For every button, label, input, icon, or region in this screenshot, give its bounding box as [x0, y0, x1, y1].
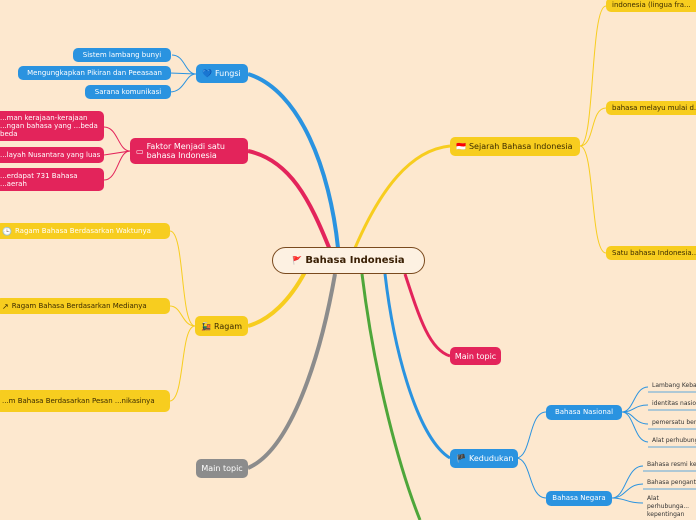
faktor-item[interactable]: ...layah Nusantara yang luas [0, 147, 104, 163]
negara-item[interactable]: Bahasa pengant... [647, 478, 696, 486]
topic-sejarah[interactable]: 🇮🇩 Sejarah Bahasa Indonesia [450, 137, 580, 156]
topic-kedudukan-label: Kedudukan [468, 454, 514, 463]
nasional-item[interactable]: Alat perhubung... [652, 436, 696, 444]
fungsi-item[interactable]: Sarana komunikasi [85, 85, 171, 99]
black-flag-icon: 🏴 [456, 454, 466, 463]
link-root-fungsi [247, 72, 340, 249]
topic-fungsi[interactable]: 💙 Fungsi [196, 64, 248, 83]
negara-item[interactable]: Alat perhubunga... kepentingan per... pe… [647, 495, 690, 520]
topic-kedudukan[interactable]: 🏴 Kedudukan [450, 449, 518, 468]
topic-fungsi-label: Fungsi [214, 69, 241, 78]
topic-main-left[interactable]: Main topic [196, 459, 248, 478]
topic-faktor[interactable]: ▭ Faktor Menjadi satu bahasa Indonesia [130, 138, 248, 164]
ragam-item[interactable]: 🕒 Ragam Bahasa Berdasarkan Waktunya [0, 223, 170, 239]
negara-item[interactable]: Bahasa resmi ke... [647, 460, 696, 468]
topic-sejarah-label: Sejarah Bahasa Indonesia [468, 142, 573, 151]
train-icon: 🚂 [201, 321, 211, 331]
link-root-main-topic-left [247, 273, 337, 470]
topic-main-right[interactable]: Main topic [450, 347, 501, 365]
nasional-item[interactable]: pemersatu ber... [652, 418, 696, 426]
indonesia-flag-icon: 🇮🇩 [456, 142, 466, 151]
faktor-item[interactable]: ...erdapat 731 Bahasa ...aerah [0, 168, 104, 191]
ragam-item[interactable]: ...m Bahasa Berdasarkan Pesan ...nikasin… [0, 390, 170, 412]
sejarah-item[interactable]: Satu bahasa Indonesia... [606, 246, 696, 260]
topic-ragam[interactable]: 🚂 Ragam [195, 316, 248, 336]
topic-faktor-label: Faktor Menjadi satu bahasa Indonesia [146, 142, 225, 160]
root-topic[interactable]: 🚩 Bahasa Indonesia [272, 247, 425, 274]
fungsi-item[interactable]: Mengungkapkan Pikiran dan Peeasaan [18, 66, 171, 80]
kedudukan-negara[interactable]: Bahasa Negara [546, 491, 612, 506]
link-root-ragam [247, 271, 307, 328]
keyboard-icon: ▭ [136, 146, 144, 156]
heart-icon: 💙 [202, 69, 212, 78]
link-root-green-branch [360, 273, 422, 520]
nasional-item[interactable]: Lambang Keba... [652, 381, 696, 389]
flag-icon: 🚩 [292, 256, 303, 265]
link-root-faktor [247, 149, 332, 251]
clock-icon: 🕒 [2, 226, 12, 236]
faktor-item[interactable]: ...man kerajaan-kerajaan ...ngan bahasa … [0, 111, 104, 141]
topic-ragam-label: Ragam [213, 321, 243, 331]
root-title: Bahasa Indonesia [305, 255, 405, 266]
kedudukan-nasional[interactable]: Bahasa Nasional [546, 405, 622, 420]
sejarah-item[interactable]: bahasa melayu mulai d... [606, 101, 696, 115]
arrow-icon: ↗ [2, 301, 9, 311]
link-root-main-topic-right [403, 273, 451, 358]
ragam-item[interactable]: ↗ Ragam Bahasa Berdasarkan Medianya [0, 298, 170, 314]
sejarah-item[interactable]: indonesia (lingua fra... [606, 0, 696, 12]
link-root-sejarah [353, 144, 451, 249]
nasional-item[interactable]: identitas nasio... [652, 399, 696, 407]
fungsi-item[interactable]: Sistem lambang bunyi [73, 48, 171, 62]
link-root-kedudukan [383, 273, 451, 460]
